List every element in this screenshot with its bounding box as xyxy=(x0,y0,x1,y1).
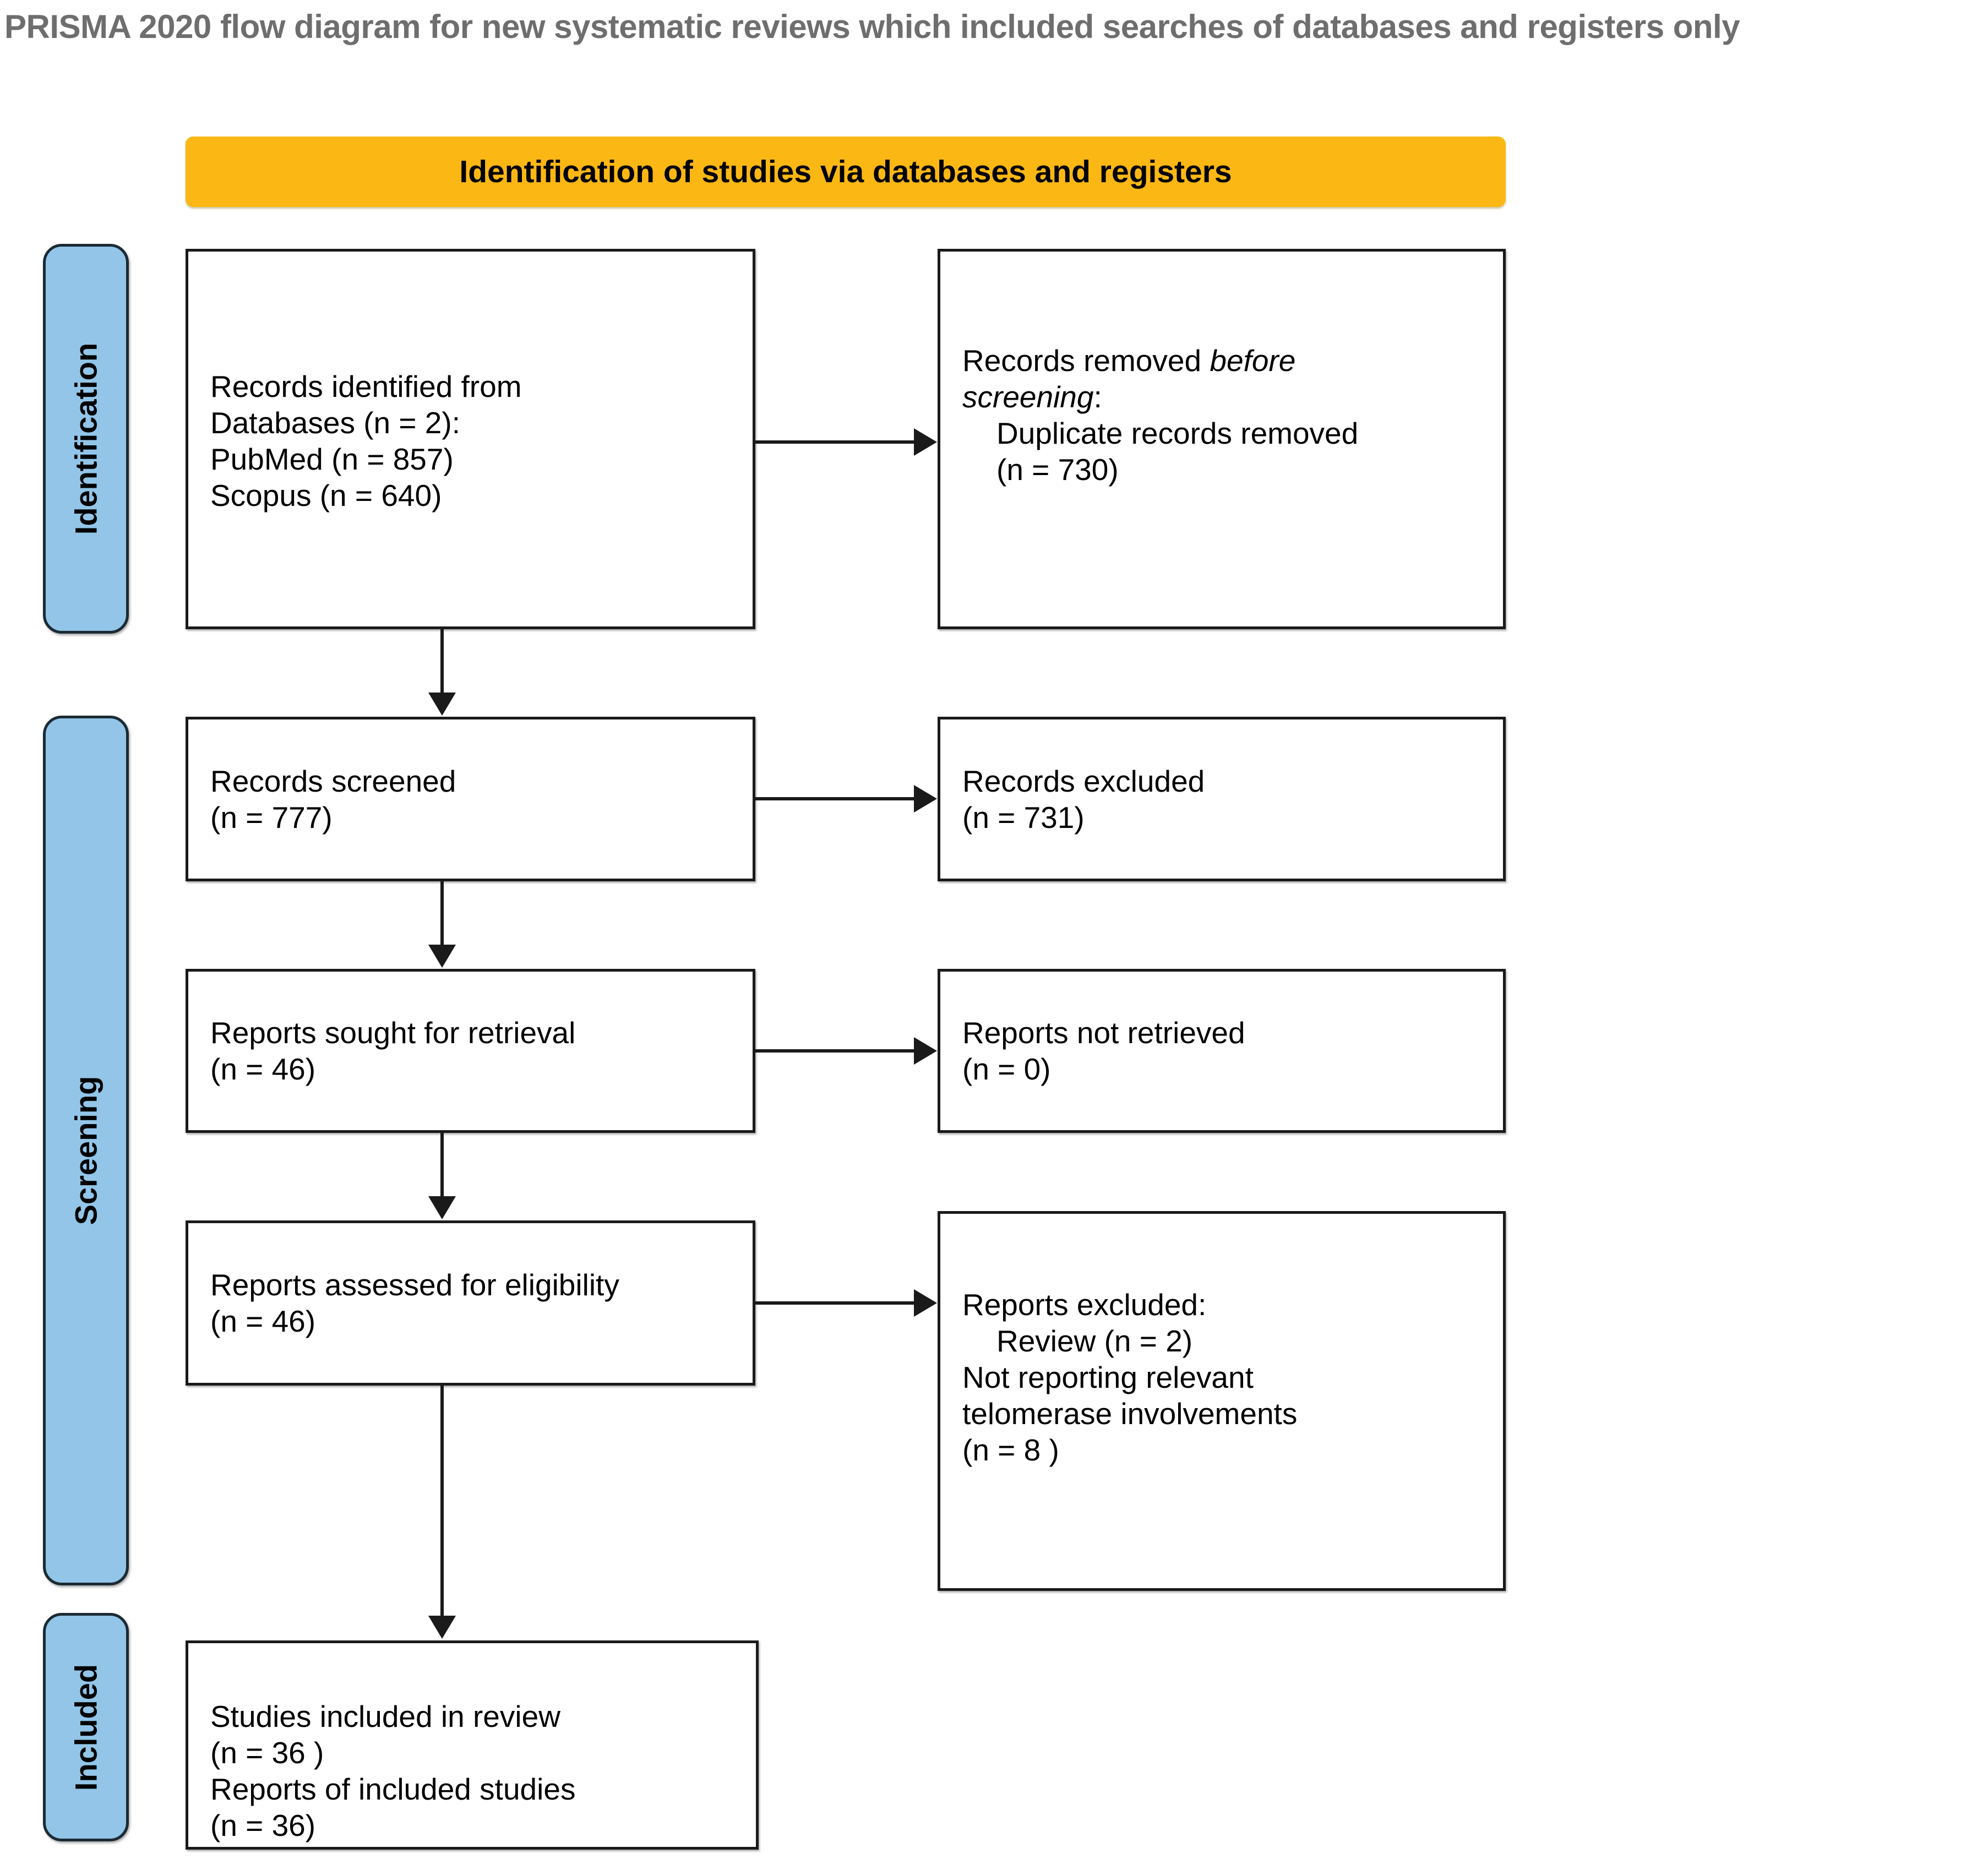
connector-identified-to-screened xyxy=(440,629,444,694)
box-records-removed-text: Records removed before screening: Duplic… xyxy=(962,342,1491,488)
reports-not-retrieved-line1: Reports not retrieved xyxy=(962,1016,1245,1050)
records-identified-line2: Databases (n = 2): xyxy=(210,406,460,440)
arrow-down-icon-assessed-to-included xyxy=(428,1616,456,1639)
connector-identified-to-removed xyxy=(755,440,915,444)
page-title: PRISMA 2020 flow diagram for new systema… xyxy=(4,8,1740,45)
reports-sought-line1: Reports sought for retrieval xyxy=(210,1016,576,1050)
records-identified-line1: Records identified from xyxy=(210,369,522,404)
connector-screened-to-excluded xyxy=(755,797,915,800)
arrow-down-icon-sought-to-assessed xyxy=(428,1196,456,1219)
identification-banner-label: Identification of studies via databases … xyxy=(459,154,1232,189)
records-excluded-line1: Records excluded xyxy=(962,764,1205,798)
connector-assessed-to-included xyxy=(440,1386,444,1617)
arrow-down-icon-identified-to-screened xyxy=(428,693,456,716)
stage-label-screening-text: Screening xyxy=(68,1076,104,1225)
records-excluded-line2: (n = 731) xyxy=(962,800,1085,835)
arrow-down-icon-screened-to-sought xyxy=(428,945,456,968)
connector-sought-to-assessed xyxy=(440,1133,444,1198)
reports-assessed-line1: Reports assessed for eligibility xyxy=(210,1268,619,1302)
connector-sought-to-not-retrieved xyxy=(755,1049,915,1053)
box-reports-sought-text: Reports sought for retrieval (n = 46) xyxy=(210,1015,740,1087)
arrow-right-icon-identified-to-removed xyxy=(914,428,937,456)
reports-not-retrieved-line2: (n = 0) xyxy=(962,1052,1051,1086)
box-reports-sought-for-retrieval: Reports sought for retrieval (n = 46) xyxy=(186,969,755,1133)
identification-banner: Identification of studies via databases … xyxy=(186,137,1506,207)
stage-label-included: Included xyxy=(43,1613,129,1841)
arrow-right-icon-assessed-to-reports-excluded xyxy=(914,1289,937,1317)
studies-included-line3: Reports of included studies xyxy=(210,1772,576,1806)
records-identified-line3: PubMed (n = 857) xyxy=(210,442,454,476)
box-reports-not-retrieved-text: Reports not retrieved (n = 0) xyxy=(962,1015,1491,1087)
box-studies-included-in-review: Studies included in review (n = 36 ) Rep… xyxy=(186,1640,759,1850)
records-removed-line4: (n = 730) xyxy=(996,452,1119,487)
box-records-identified-text: Records identified from Databases (n = 2… xyxy=(210,368,740,514)
box-records-excluded-text: Records excluded (n = 731) xyxy=(962,763,1491,836)
box-records-identified: Records identified from Databases (n = 2… xyxy=(186,249,755,629)
box-reports-not-retrieved: Reports not retrieved (n = 0) xyxy=(938,969,1506,1133)
reports-excluded-line5: (n = 8 ) xyxy=(962,1433,1059,1467)
box-reports-assessed-for-eligibility: Reports assessed for eligibility (n = 46… xyxy=(186,1220,755,1386)
box-records-removed: Records removed before screening: Duplic… xyxy=(938,249,1506,629)
reports-excluded-line3: Not reporting relevant xyxy=(962,1360,1254,1394)
arrow-right-icon-screened-to-excluded xyxy=(914,785,937,813)
reports-sought-line2: (n = 46) xyxy=(210,1052,316,1086)
records-removed-line1-italic: before xyxy=(1210,344,1296,378)
records-removed-line3: Duplicate records removed xyxy=(996,416,1359,450)
stage-label-screening: Screening xyxy=(43,716,129,1585)
box-studies-included-text: Studies included in review (n = 36 ) Rep… xyxy=(210,1698,744,1844)
reports-excluded-line2: Review (n = 2) xyxy=(996,1324,1193,1358)
stage-label-identification-text: Identification xyxy=(68,342,104,535)
box-reports-excluded-text: Reports excluded: Review (n = 2) Not rep… xyxy=(962,1286,1491,1468)
connector-assessed-to-reports-excluded xyxy=(755,1301,915,1305)
reports-excluded-line4: telomerase involvements xyxy=(962,1397,1298,1431)
records-screened-line1: Records screened xyxy=(210,764,456,798)
reports-assessed-line2: (n = 46) xyxy=(210,1304,316,1338)
stage-label-identification: Identification xyxy=(43,244,129,634)
records-removed-line1: Records removed xyxy=(962,344,1210,378)
box-records-screened: Records screened (n = 777) xyxy=(186,717,755,881)
box-reports-excluded: Reports excluded: Review (n = 2) Not rep… xyxy=(938,1211,1506,1591)
records-removed-line2-suffix: : xyxy=(1093,380,1102,414)
arrow-right-icon-sought-to-not-retrieved xyxy=(914,1037,937,1065)
records-screened-line2: (n = 777) xyxy=(210,800,333,835)
stage-label-included-text: Included xyxy=(68,1664,104,1791)
records-removed-line2-italic: screening xyxy=(962,380,1094,414)
reports-excluded-line1: Reports excluded: xyxy=(962,1288,1207,1322)
records-identified-line4: Scopus (n = 640) xyxy=(210,478,442,513)
box-records-excluded: Records excluded (n = 731) xyxy=(938,717,1506,881)
box-reports-assessed-text: Reports assessed for eligibility (n = 46… xyxy=(210,1267,740,1339)
studies-included-line2: (n = 36 ) xyxy=(210,1736,324,1770)
connector-screened-to-sought xyxy=(440,881,444,946)
box-records-screened-text: Records screened (n = 777) xyxy=(210,763,740,836)
studies-included-line4: (n = 36) xyxy=(210,1808,316,1842)
studies-included-line1: Studies included in review xyxy=(210,1699,560,1733)
